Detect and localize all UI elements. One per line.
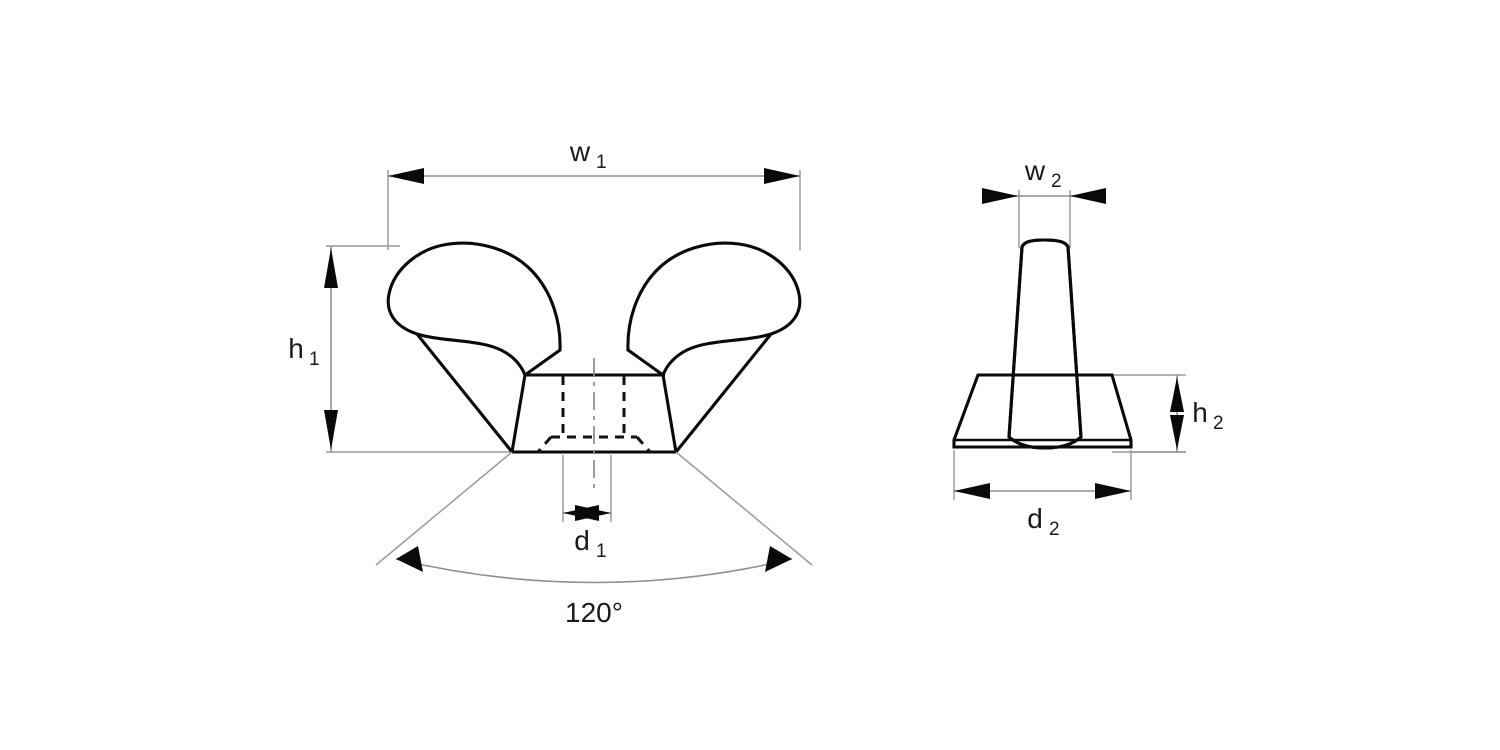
- right-wing-lower-edge: [674, 333, 773, 453]
- side-web-outline-overlay: [1007, 238, 1083, 450]
- left-wing-lower-edge: [415, 333, 514, 453]
- dimension-d2: [954, 483, 1131, 499]
- front-view: [324, 168, 813, 584]
- side-view-extension-lines: [953, 190, 1186, 500]
- label-w1-base: w: [569, 136, 591, 167]
- dimension-angle-120: [375, 451, 813, 584]
- arrowhead-d2-right: [1095, 483, 1131, 499]
- label-h1-subscript: 1: [309, 349, 320, 370]
- arrowhead-w2-left: [982, 188, 1018, 204]
- dimension-labels: w 1 h 1 d 1 120° w 2: [288, 136, 1223, 628]
- label-h2: h 2: [1192, 397, 1223, 434]
- label-w2: w 2: [1024, 155, 1062, 192]
- label-d2-base: d: [1027, 503, 1043, 534]
- side-base-plate-outline: [952, 373, 1133, 449]
- label-angle-120: 120°: [565, 597, 623, 628]
- hidden-line-chamfer-left: [536, 436, 553, 453]
- right-hub-side-edge: [661, 374, 678, 453]
- label-d1-base: d: [574, 525, 590, 556]
- label-d2-subscript: 2: [1049, 519, 1060, 540]
- arrowhead-angle-right: [765, 546, 792, 572]
- arrowhead-d1-right: [575, 505, 611, 521]
- label-h1: h 1: [288, 333, 319, 370]
- label-w1-subscript: 1: [596, 152, 607, 173]
- label-h2-subscript: 2: [1213, 413, 1224, 434]
- left-wing-outline: [386, 241, 562, 378]
- label-w2-base: w: [1024, 155, 1046, 186]
- arrowhead-angle-left: [396, 546, 423, 572]
- label-w1: w 1: [569, 136, 607, 173]
- arrowhead-w1-right: [764, 168, 800, 184]
- dimension-h1: [324, 246, 338, 452]
- arrowhead-w2-right: [1070, 188, 1106, 204]
- angle-arc-120: [395, 558, 793, 584]
- dimension-d1: [563, 505, 611, 521]
- label-h2-base: h: [1192, 397, 1208, 428]
- label-d1: d 1: [574, 525, 606, 562]
- angle-leader-left: [375, 451, 513, 566]
- dimension-w1: [388, 168, 800, 184]
- dimension-w2: [982, 188, 1106, 204]
- arrowhead-h1-top: [324, 248, 338, 288]
- label-d2: d 2: [1027, 503, 1059, 540]
- arrowhead-h2-top: [1170, 377, 1184, 412]
- arrowhead-h1-bottom: [324, 410, 338, 450]
- label-h1-base: h: [288, 333, 304, 364]
- arrowhead-h2-bottom: [1170, 415, 1184, 450]
- front-view-extension-lines: [326, 170, 801, 522]
- angle-leader-right: [675, 451, 813, 566]
- arrowhead-d2-left: [954, 483, 990, 499]
- hidden-line-chamfer-right: [635, 436, 652, 453]
- dimension-h2: [1170, 375, 1184, 452]
- left-hub-side-edge: [510, 374, 527, 453]
- right-wing-outline: [626, 241, 802, 378]
- side-view: [952, 188, 1186, 500]
- arrowhead-w1-left: [388, 168, 424, 184]
- label-d1-subscript: 1: [596, 541, 607, 562]
- label-angle-value: 120°: [565, 597, 623, 628]
- hidden-hole-lines: [536, 376, 652, 453]
- label-w2-subscript: 2: [1051, 171, 1062, 192]
